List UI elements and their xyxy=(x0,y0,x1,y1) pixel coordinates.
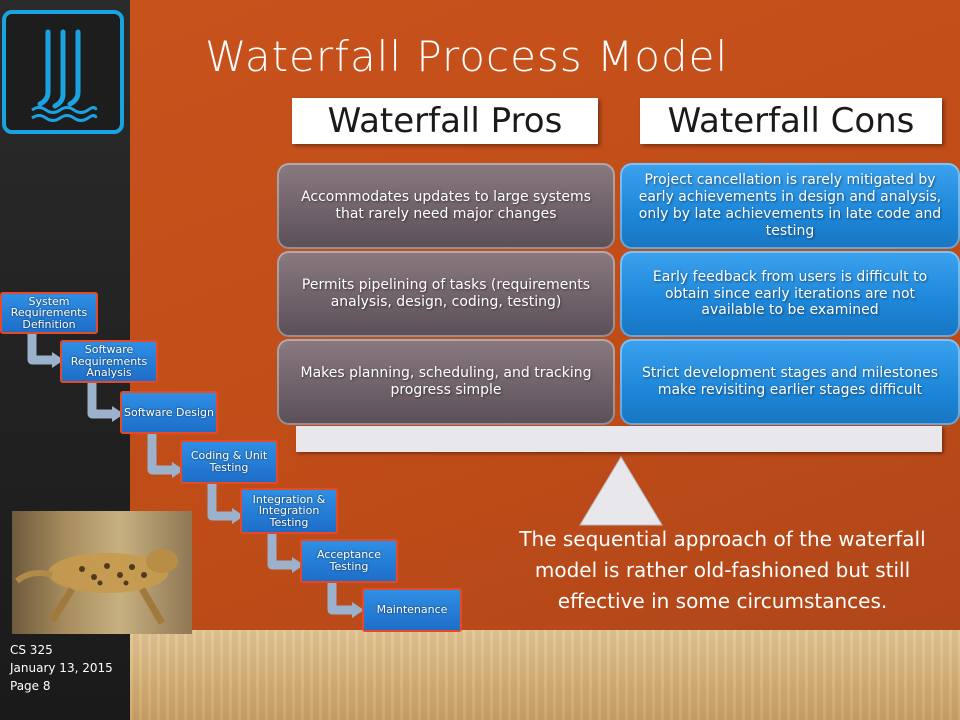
cons-header: Waterfall Cons xyxy=(640,98,942,144)
pros-item-2: Permits pipelining of tasks (requirement… xyxy=(277,251,615,337)
waterfall-step-2: Software Requirements Analysis xyxy=(60,340,158,383)
fulcrum-triangle xyxy=(579,456,663,526)
footer-date: January 13, 2015 xyxy=(10,661,113,675)
cons-item-1: Project cancellation is rarely mitigated… xyxy=(620,163,960,249)
caption-text: The sequential approach of the waterfall… xyxy=(519,527,926,613)
cheetah-photo xyxy=(12,511,192,634)
waterfall-step-7: Maintenance xyxy=(362,588,462,632)
slide-title: Waterfall Process Model xyxy=(205,32,729,81)
wood-floor xyxy=(130,630,960,720)
balance-beam xyxy=(296,426,942,452)
waterfall-step-1: System Requirements Definition xyxy=(0,292,98,334)
pros-header: Waterfall Pros xyxy=(292,98,598,144)
cons-item-2: Early feedback from users is difficult t… xyxy=(620,251,960,337)
pros-item-3: Makes planning, scheduling, and tracking… xyxy=(277,339,615,425)
footer-course: CS 325 xyxy=(10,643,53,657)
cons-item-3: Strict development stages and milestones… xyxy=(620,339,960,425)
waterfall-step-4: Coding & Unit Testing xyxy=(180,440,278,484)
footer-page: Page 8 xyxy=(10,679,51,693)
pros-item-1: Accommodates updates to large systems th… xyxy=(277,163,615,249)
waterfall-step-5: Integration & Integration Testing xyxy=(240,488,338,534)
waterfall-step-3: Software Design xyxy=(120,391,218,434)
waterfall-step-6: Acceptance Testing xyxy=(300,539,398,583)
waterfall-logo-icon xyxy=(2,10,124,134)
